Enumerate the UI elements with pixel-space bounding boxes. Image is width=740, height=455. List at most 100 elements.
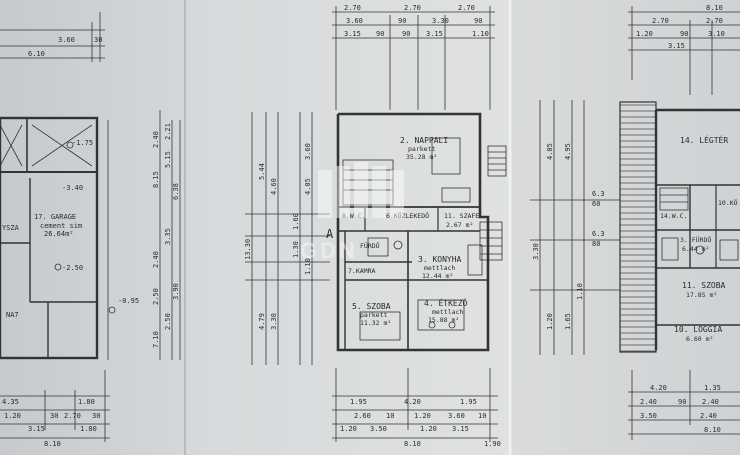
watermark-text: GDN: [300, 238, 358, 263]
level-mark-4: -0.95: [118, 297, 139, 305]
right-bottom-dim-7: 2.40: [700, 412, 717, 420]
left-bottom-dim-7: 3.15: [28, 425, 45, 433]
mid-bottom-dim-1: 1.95: [350, 398, 367, 406]
right-bottom-dim-4: 90: [678, 398, 686, 406]
room-etkezo-name: 4. ÉTKEZŐ: [424, 297, 468, 308]
entrance-label: A: [326, 227, 334, 241]
mid-top-dim-7: 90: [474, 17, 482, 25]
right-side-dim-5: 6.3: [592, 230, 605, 238]
sheet-middle-bg: [185, 0, 510, 455]
level-mark-2: -3.40: [62, 184, 83, 192]
mid-bottom-dim-4: 2.60: [354, 412, 371, 420]
mid-top-dim-4: 3.60: [346, 17, 363, 25]
mid-top-dim-12: 1.10: [472, 30, 489, 38]
mid-bottom-dim-14: 1.90: [484, 440, 501, 448]
right-top-dim-7: 3.15: [668, 42, 685, 50]
mid-top-dim-5: 90: [398, 17, 406, 25]
mid-bottom-dim-12: 3.15: [452, 425, 469, 433]
mid-bottom-dim-8: 10: [478, 412, 486, 420]
left-side-dim-3: 5.15: [164, 151, 172, 168]
room-szafe-area: 2.67 m²: [446, 221, 473, 229]
mid-top-dim-10: 90: [402, 30, 410, 38]
mid-left-dim-4: 1.30: [292, 241, 300, 258]
left-side-dim-6: 3.35: [164, 228, 172, 245]
room-right-furdo-name: 3. FÜRDŐ: [680, 235, 711, 244]
mid-top-dim-8: 3.15: [344, 30, 361, 38]
left-bottom-dim-9: 8.10: [44, 440, 61, 448]
room-loggia-name: 10. LOGGIA: [674, 325, 722, 334]
room-garage-floor: cement sim: [40, 222, 82, 230]
middle-sheet-rooms: 2. NAPPALI parkett 35.28 m² 8.W.C. 6.KÖZ…: [326, 136, 479, 327]
mid-bottom-dim-11: 1.20: [420, 425, 437, 433]
right-side-dim-4: 60: [592, 200, 600, 208]
left-side-dim-9: 7.10: [152, 331, 160, 348]
left-bottom-dim-2: 1.80: [78, 398, 95, 406]
right-side-dim-2: 4.95: [564, 143, 572, 160]
left-sheet-labels: 3.60 30 6.10 -1.75 -3.40 -2.50 -0.95 17.…: [2, 36, 139, 448]
room-wc-name: 8.W.C.: [342, 212, 365, 220]
sheet-left-bg: [0, 0, 185, 455]
right-top-dim-1: 8.10: [706, 4, 723, 12]
room-left-b: NA7: [6, 311, 19, 319]
left-top-dim-2: 30: [94, 36, 102, 44]
left-top-dim-3: 6.10: [28, 50, 45, 58]
room-kamra-name: 7.KAMRA: [348, 267, 375, 275]
middle-bottom-dims: 1.95 4.20 1.95 2.60 10 1.20 3.60 10 1.20…: [340, 398, 501, 448]
left-bottom-dim-4: 30: [50, 412, 58, 420]
left-side-dim-5: 2.50: [152, 288, 160, 305]
mid-left-dim-8: 4.79: [258, 313, 266, 330]
right-top-dim-5: 90: [680, 30, 688, 38]
room-nappali-name: 2. NAPPALI: [400, 136, 448, 145]
room-garage-name: 17. GARAGE: [34, 213, 76, 221]
mid-bottom-dim-9: 1.20: [340, 425, 357, 433]
left-bottom-dim-3: 1.20: [4, 412, 21, 420]
room-garage-area: 26.64m²: [44, 230, 74, 238]
mid-top-dim-9: 90: [376, 30, 384, 38]
mid-bottom-dim-10: 3.50: [370, 425, 387, 433]
left-side-dim-10: 2.21: [164, 123, 172, 140]
room-furdo-name: FÜRDŐ: [360, 241, 380, 250]
left-bottom-dim-6: 30: [92, 412, 100, 420]
room-right-szoba-area: 17.85 m²: [686, 291, 717, 299]
right-side-dims: 4.05 4.95 6.3 60 6.3 80 3.30 1.20 1.65 1…: [532, 143, 605, 330]
room-left-a: YSZA: [2, 224, 20, 232]
mid-bottom-dim-6: 1.20: [414, 412, 431, 420]
mid-left-dim-3: 1.60: [292, 213, 300, 230]
left-side-dims: 2.40 8.15 5.15 2.40 2.50 3.35 2.50 3.90 …: [152, 123, 180, 348]
right-side-dim-8: 1.20: [546, 313, 554, 330]
left-bottom-dim-5: 2.70: [64, 412, 81, 420]
watermark: GDN: [300, 162, 404, 263]
room-szafe-name: 11. SZAFE: [444, 212, 479, 220]
room-szoba-area: 11.32 m²: [360, 319, 391, 327]
room-etkezo-floor: mettlach: [432, 308, 463, 316]
mid-left-dim-5: 3.60: [304, 143, 312, 160]
mid-top-dim-1: 2.70: [344, 4, 361, 12]
left-sheet: [0, 12, 181, 442]
room-konyha-floor: mettlach: [424, 264, 455, 272]
level-mark-1: -1.75: [72, 139, 93, 147]
left-side-dim-11: 6.38: [172, 183, 180, 200]
middle-left-dims: 5.44 4.60 1.60 1.30 3.60 4.05 1.10 4.79 …: [244, 143, 312, 330]
room-szoba-floor: parkett: [360, 311, 387, 319]
mid-left-dim-7: 1.10: [304, 258, 312, 275]
right-bottom-dim-3: 2.40: [640, 398, 657, 406]
right-bottom-dim-1: 4.20: [650, 384, 667, 392]
mid-bottom-dim-13: 8.10: [404, 440, 421, 448]
right-top-dim-3: 2.70: [706, 17, 723, 25]
left-top-dim-1: 3.60: [58, 36, 75, 44]
right-side-dim-9: 1.65: [564, 313, 572, 330]
right-side-dim-10: 1.10: [576, 283, 584, 300]
room-legter-name: 14. LÉGTÉR: [680, 134, 728, 145]
room-szoba-name: 5. SZOBA: [352, 302, 391, 311]
right-side-dim-1: 4.05: [546, 143, 554, 160]
mid-bottom-dim-5: 10: [386, 412, 394, 420]
room-nappali-area: 35.28 m²: [406, 153, 437, 161]
room-kozlekedo-name: 6.KÖZLEKEDŐ: [386, 211, 429, 220]
left-side-dim-7: 2.50: [164, 313, 172, 330]
right-side-dim-6: 80: [592, 240, 600, 248]
right-bottom-dims: 4.20 1.35 2.40 90 2.40 3.50 2.40 8.10: [640, 384, 721, 434]
room-etkezo-area: 15.88 m²: [428, 316, 459, 324]
mid-left-dim-2: 4.60: [270, 178, 278, 195]
left-side-dim-8: 3.90: [172, 283, 180, 300]
